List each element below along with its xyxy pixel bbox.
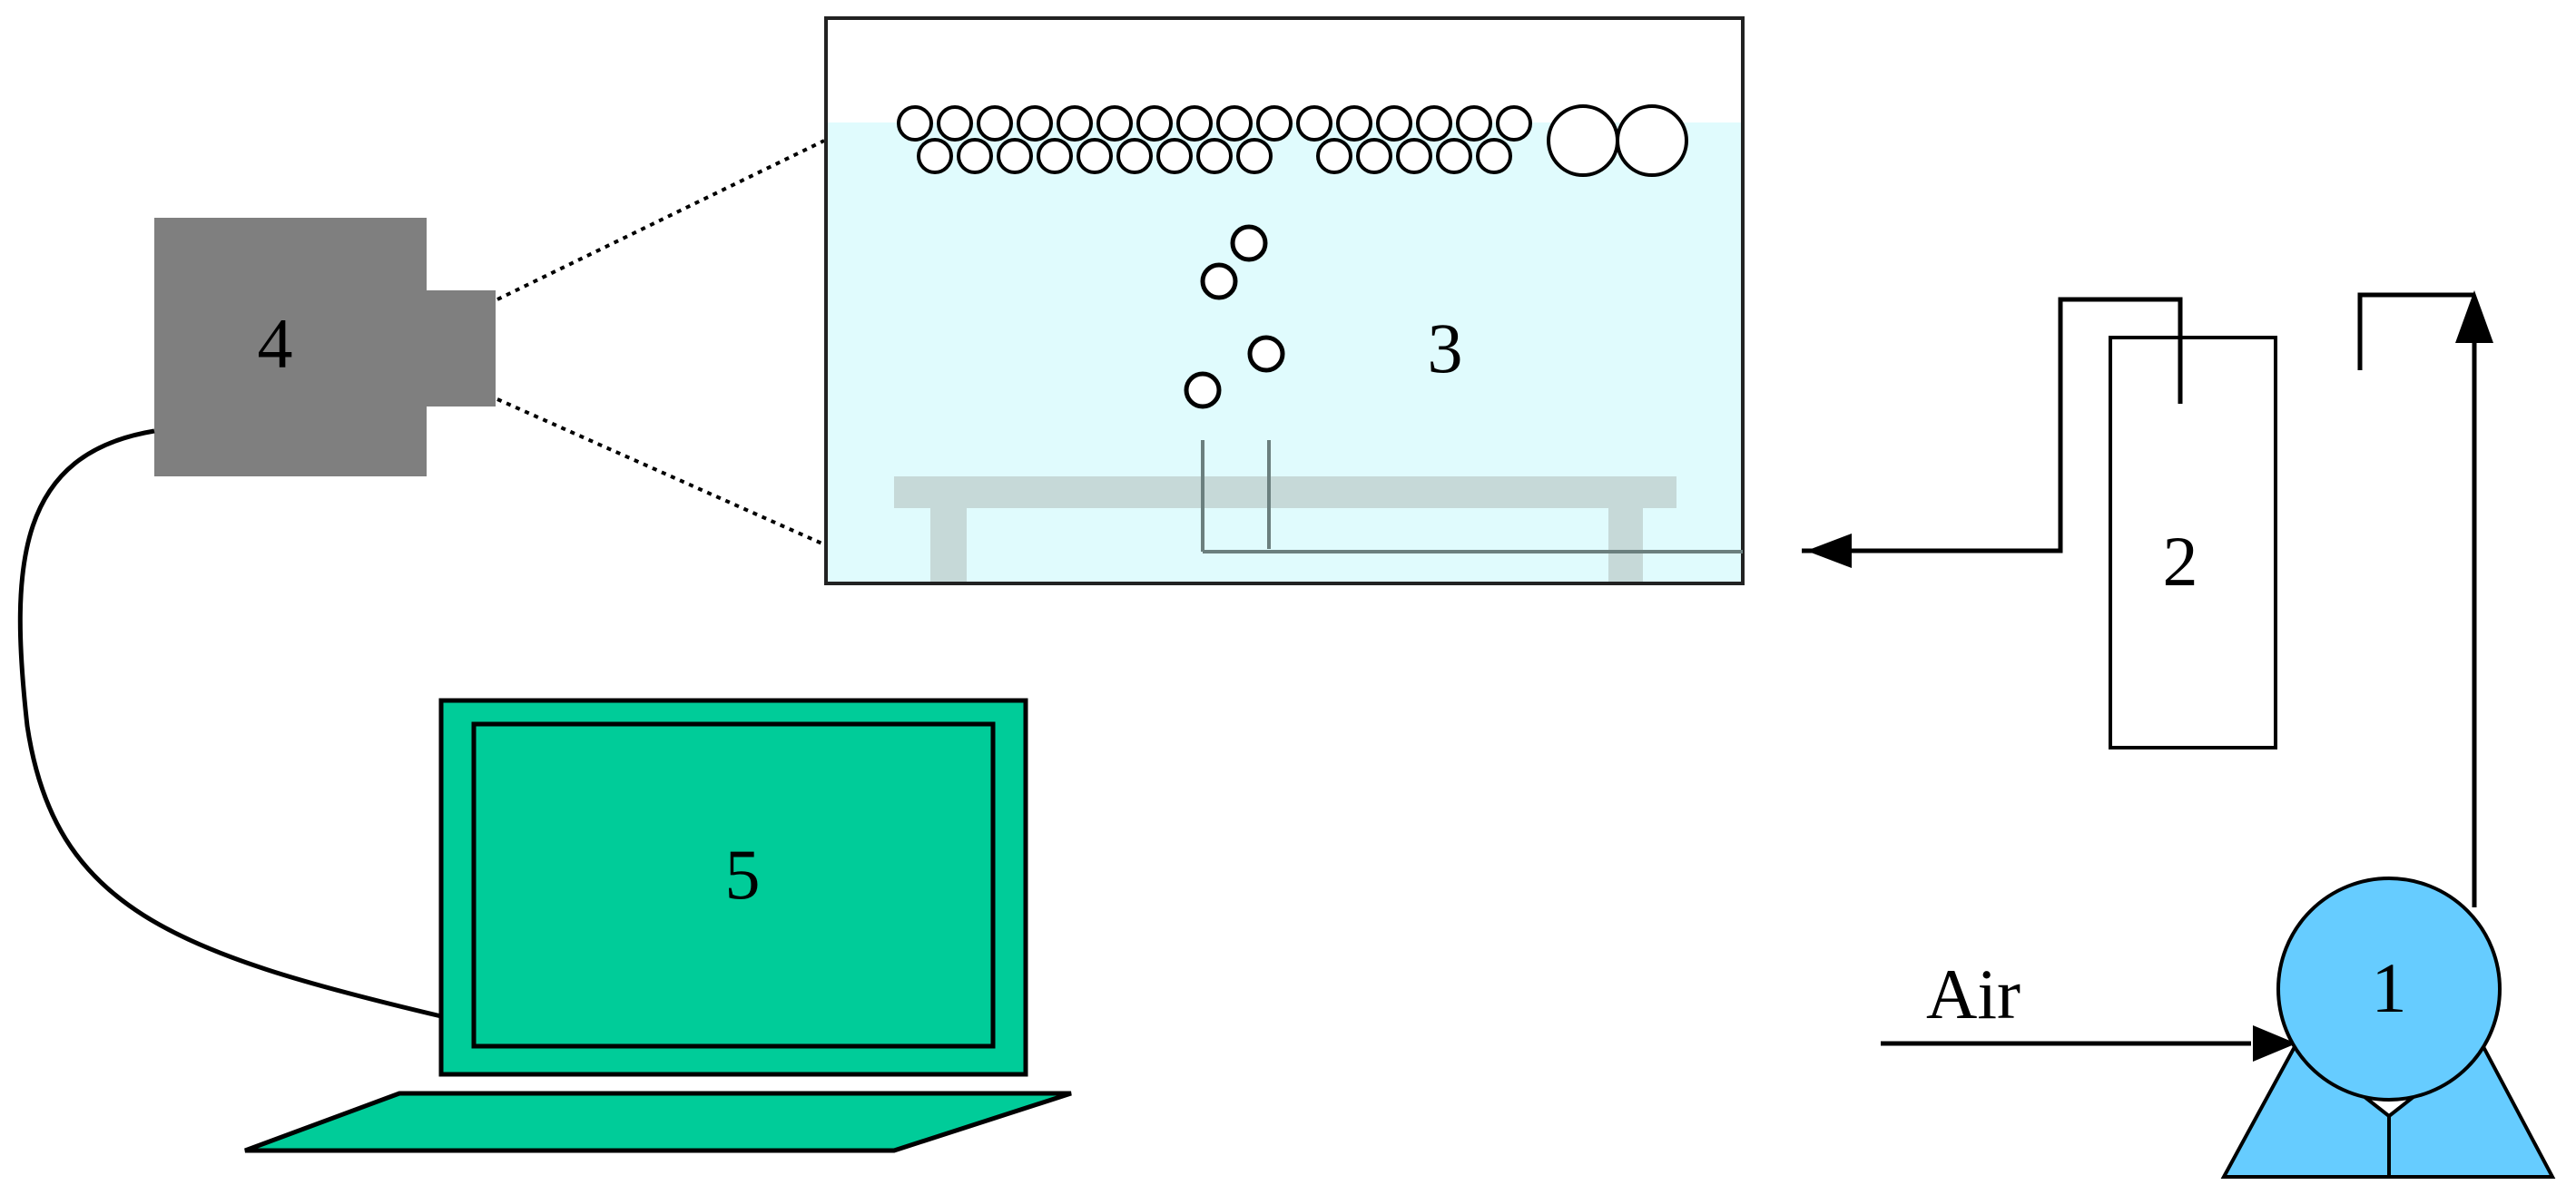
foam-bubble <box>1077 138 1113 174</box>
foam-bubble <box>997 138 1033 174</box>
flask-body <box>2109 336 2277 749</box>
flask: 2 <box>2109 336 2277 749</box>
pump-outlet-pipe <box>2357 292 2474 370</box>
pump-label: 1 <box>2372 948 2407 1027</box>
foam-bubble <box>1196 138 1233 174</box>
foam-bubble <box>1096 105 1133 142</box>
rising-bubble <box>1247 335 1285 373</box>
view-line-top <box>497 139 825 301</box>
flask-label: 2 <box>2163 522 2198 601</box>
view-line-bottom <box>497 397 825 546</box>
support-top <box>894 476 1676 508</box>
foam-bubble <box>1376 105 1412 142</box>
tank-label: 3 <box>1428 309 1463 387</box>
foam-bubble <box>1336 105 1372 142</box>
foam-bubble <box>1176 105 1213 142</box>
foam-bubble <box>1396 138 1432 174</box>
foam-bubble <box>1256 105 1293 142</box>
foam-bubble-large <box>1616 104 1688 177</box>
foam-bubble <box>1436 138 1472 174</box>
foam-bubble <box>977 105 1013 142</box>
rising-bubble <box>1184 371 1222 409</box>
laptop-keyboard <box>244 1091 1072 1153</box>
flow-arrow-to-tank <box>1806 534 1852 568</box>
foam-bubble <box>1236 138 1273 174</box>
laptop-screen <box>471 721 996 1049</box>
camera-cable <box>17 428 442 1019</box>
foam-bubble <box>1136 105 1173 142</box>
support-leg-right <box>1608 504 1643 582</box>
foam-bubble <box>1017 105 1053 142</box>
camera: 4 <box>154 218 496 476</box>
rising-bubbles <box>1184 224 1285 409</box>
camera-body <box>154 218 427 476</box>
flask-to-tank-pipe <box>1802 297 2183 553</box>
foam-bubble-large <box>1547 104 1619 177</box>
foam-layer <box>897 104 1688 177</box>
camera-lens <box>425 290 496 406</box>
rising-bubble <box>1200 262 1238 300</box>
foam-bubble <box>1416 105 1452 142</box>
flow-arrow-up <box>2455 290 2493 343</box>
foam-bubble <box>1316 138 1352 174</box>
foam-bubble <box>1296 105 1332 142</box>
air-inlet-arrow <box>2253 1025 2296 1062</box>
foam-bubble <box>1496 105 1532 142</box>
pump-body <box>2276 877 2502 1102</box>
computer: 5 <box>244 698 1072 1153</box>
water-tank: 3 <box>824 16 1745 585</box>
rising-bubble <box>1230 224 1268 262</box>
foam-bubble <box>957 138 993 174</box>
foam-bubble <box>937 105 973 142</box>
nozzle-pipe <box>1201 440 1743 553</box>
foam-bubble <box>1037 138 1073 174</box>
foam-bubble <box>1116 138 1153 174</box>
air-label: Air <box>1926 955 2020 1033</box>
computer-label: 5 <box>725 835 761 914</box>
foam-bubble <box>897 105 933 142</box>
camera-label: 4 <box>258 304 293 383</box>
pump: 1 <box>2220 877 2556 1179</box>
foam-bubble <box>1476 138 1512 174</box>
foam-bubble <box>917 138 953 174</box>
foam-bubble <box>1356 138 1392 174</box>
foam-bubble <box>1156 138 1193 174</box>
foam-bubble <box>1057 105 1093 142</box>
foam-bubble <box>1216 105 1253 142</box>
tank-outline <box>824 16 1745 585</box>
foam-bubble <box>1456 105 1492 142</box>
support-leg-left <box>930 504 967 582</box>
